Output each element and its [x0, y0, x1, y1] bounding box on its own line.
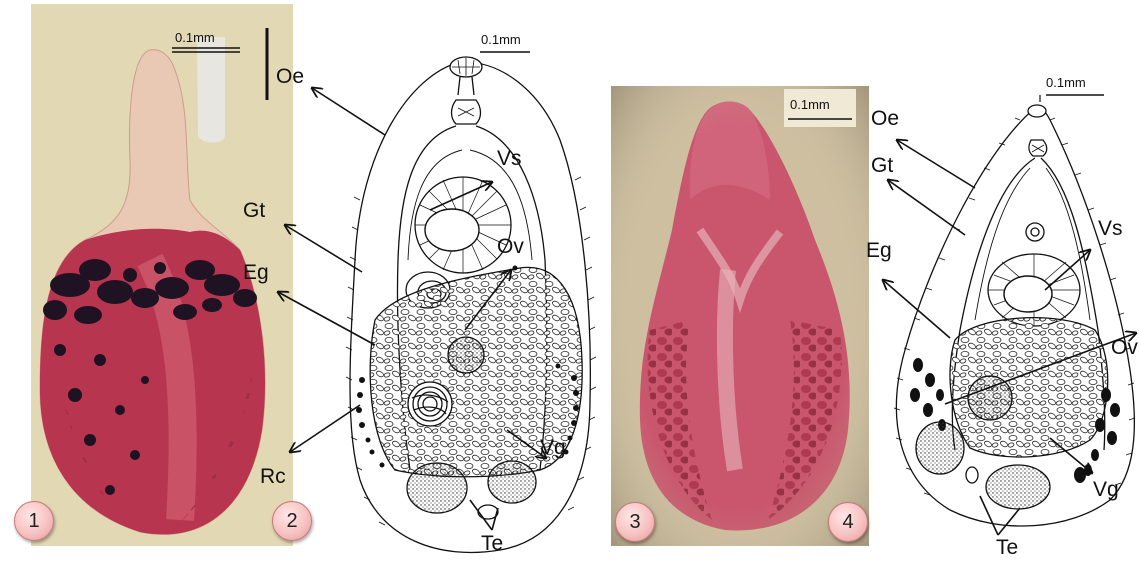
label-eg: Eg [243, 262, 269, 283]
panel-2-drawing [346, 52, 596, 552]
label-vg: Vg [1093, 479, 1119, 500]
scale-bar-label-2: 0.1mm [481, 33, 521, 46]
label-gt: Gt [243, 200, 265, 221]
label-eg: Eg [866, 240, 892, 261]
scale-bar-label-1: 0.1mm [175, 31, 215, 44]
panel-number-badge: 2 [272, 501, 312, 541]
label-vg: Vg [540, 437, 566, 458]
panel-number-badge: 3 [615, 502, 655, 542]
scale-bar-label-3: 0.1mm [790, 98, 830, 111]
label-rc: Rc [260, 466, 286, 487]
label-ov: Ov [1111, 337, 1138, 358]
panel-number-badge: 1 [14, 501, 54, 541]
scale-bar-label-4: 0.1mm [1046, 76, 1086, 89]
label-oe: Oe [871, 108, 899, 129]
label-te: Te [481, 533, 503, 554]
label-te: Te [996, 537, 1018, 558]
label-gt: Gt [871, 155, 893, 176]
panel-3-photo [611, 86, 869, 546]
label-ov: Ov [497, 236, 524, 257]
label-vs: Vs [497, 148, 522, 169]
panel-number-badge: 4 [828, 502, 868, 542]
label-oe: Oe [276, 66, 304, 87]
label-vs: Vs [1098, 218, 1123, 239]
